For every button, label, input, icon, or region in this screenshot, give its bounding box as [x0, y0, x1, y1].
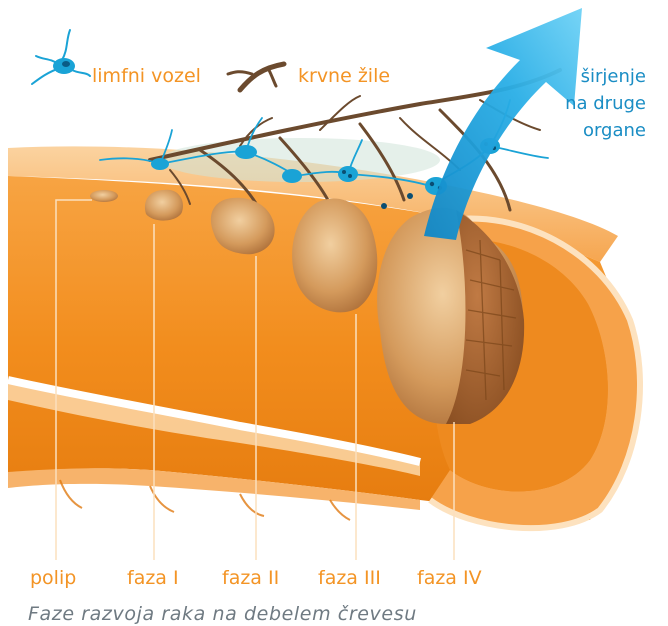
tumor-stage-3	[292, 198, 377, 312]
spread-label-line-1: širjenje	[581, 66, 646, 87]
spread-label-line-2: na druge	[565, 93, 646, 114]
legend-lymph-label: limfni vozel	[92, 65, 201, 87]
blood-vessel-icon	[228, 64, 284, 90]
lymph-node-icon	[32, 30, 90, 84]
figure-caption: Faze razvoja raka na debelem črevesu	[28, 603, 417, 625]
spread-label: širjenje na druge organe	[565, 66, 646, 141]
spread-label-line-3: organe	[583, 120, 646, 141]
tumor-polip	[90, 190, 118, 202]
stage-label-3: faza III	[318, 567, 381, 589]
legend-vessel-label: krvne žile	[298, 65, 390, 87]
legend: limfni vozel krvne žile	[32, 30, 390, 90]
stage-label-1: faza I	[127, 567, 179, 589]
stage-labels: polip faza I faza II faza III faza IV	[30, 567, 482, 589]
stage-label-polip: polip	[30, 567, 76, 589]
stage-label-4: faza IV	[417, 567, 482, 589]
tumor-stage-1	[145, 190, 183, 221]
stage-label-2: faza II	[222, 567, 279, 589]
